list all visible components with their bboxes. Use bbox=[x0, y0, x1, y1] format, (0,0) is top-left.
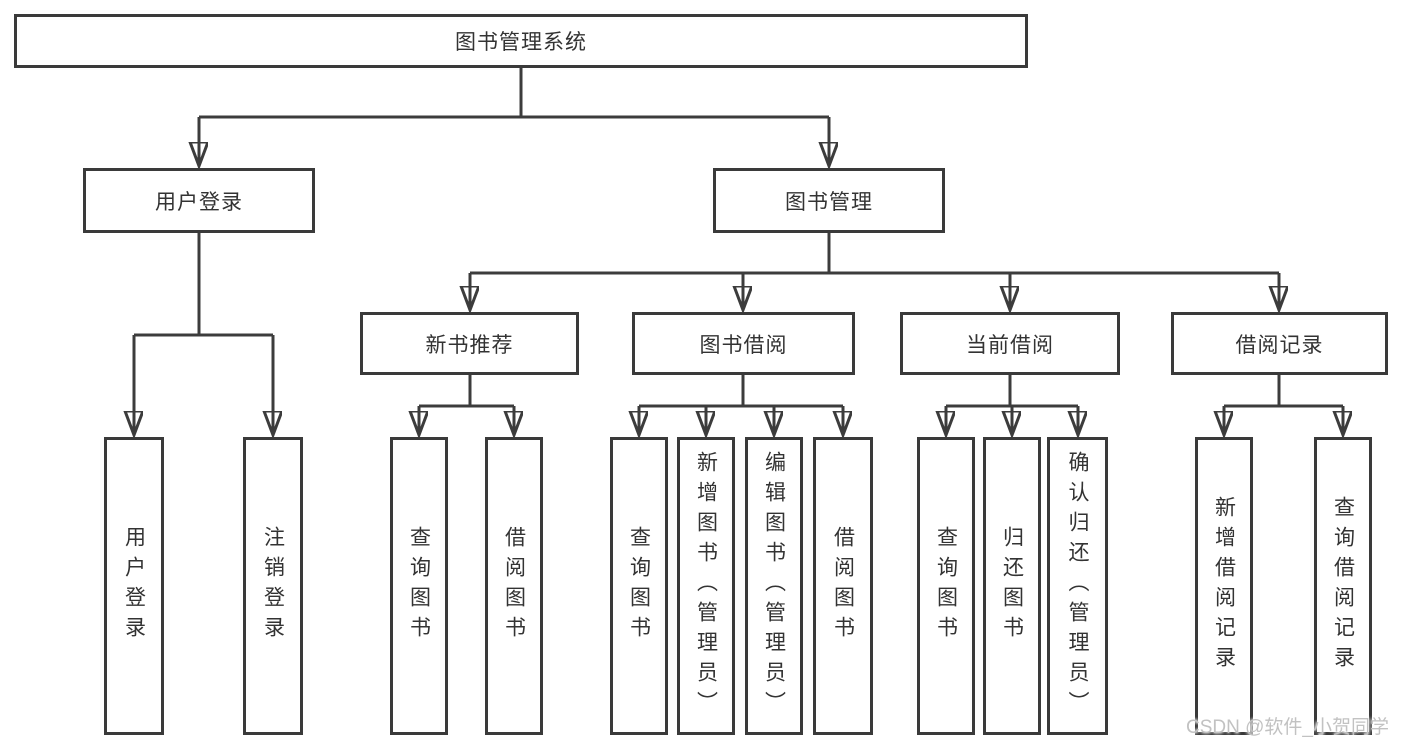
node-user-login-branch: 用户登录 bbox=[83, 168, 315, 233]
node-book-management-branch: 图书管理 bbox=[713, 168, 945, 233]
node-leaf-query-books: 查询图书 bbox=[917, 437, 975, 735]
csdn-watermark: CSDN @软件_小贺同学 bbox=[1186, 717, 1389, 738]
node-label: 新增图书（管理员） bbox=[694, 451, 718, 721]
node-new-book-recommendation: 新书推荐 bbox=[360, 312, 579, 375]
node-current-borrowing: 当前借阅 bbox=[900, 312, 1120, 375]
node-label: 图书借阅 bbox=[699, 333, 788, 357]
node-label: 借阅图书 bbox=[831, 526, 855, 646]
node-label: 查询借阅记录 bbox=[1331, 496, 1355, 676]
node-label: 新增借阅记录 bbox=[1212, 496, 1236, 676]
node-root-system: 图书管理系统 bbox=[14, 14, 1028, 68]
node-label: 当前借阅 bbox=[966, 333, 1054, 357]
node-leaf-user-login: 用户登录 bbox=[104, 437, 164, 735]
node-label: 编辑图书（管理员） bbox=[762, 451, 786, 721]
node-label: 查询图书 bbox=[934, 526, 958, 646]
node-leaf-borrow-books: 借阅图书 bbox=[485, 437, 543, 735]
node-leaf-query-books: 查询图书 bbox=[610, 437, 668, 735]
node-leaf-query-borrow-record: 查询借阅记录 bbox=[1314, 437, 1372, 735]
node-label: 用户登录 bbox=[122, 526, 146, 646]
node-leaf-return-books: 归还图书 bbox=[983, 437, 1041, 735]
node-leaf-borrow-books: 借阅图书 bbox=[813, 437, 873, 735]
node-leaf-query-books: 查询图书 bbox=[390, 437, 448, 735]
node-label: 借阅图书 bbox=[502, 526, 526, 646]
node-leaf-add-books-admin: 新增图书（管理员） bbox=[677, 437, 735, 735]
node-leaf-logout: 注销登录 bbox=[243, 437, 303, 735]
node-leaf-add-borrow-record: 新增借阅记录 bbox=[1195, 437, 1253, 735]
node-label: 图书管理系统 bbox=[455, 31, 587, 54]
node-label: 新书推荐 bbox=[425, 333, 514, 357]
node-label: 用户登录 bbox=[155, 190, 243, 214]
node-label: 查询图书 bbox=[627, 526, 651, 646]
node-leaf-confirm-return-admin: 确认归还（管理员） bbox=[1047, 437, 1108, 735]
node-label: 注销登录 bbox=[261, 526, 285, 646]
node-label: 查询图书 bbox=[407, 526, 431, 646]
node-leaf-edit-books-admin: 编辑图书（管理员） bbox=[745, 437, 803, 735]
node-label: 确认归还（管理员） bbox=[1066, 451, 1089, 721]
node-label: 借阅记录 bbox=[1235, 333, 1324, 357]
node-book-borrowing: 图书借阅 bbox=[632, 312, 855, 375]
node-label: 归还图书 bbox=[1000, 526, 1024, 646]
node-borrowing-records: 借阅记录 bbox=[1171, 312, 1388, 375]
node-label: 图书管理 bbox=[785, 190, 873, 214]
